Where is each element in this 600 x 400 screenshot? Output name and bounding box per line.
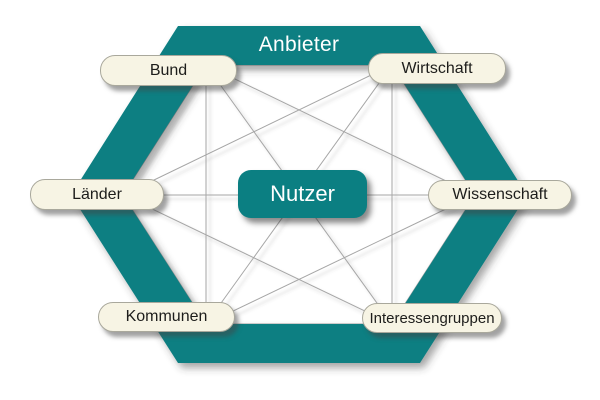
node-laender: Länder	[30, 179, 164, 210]
node-wirtschaft: Wirtschaft	[368, 53, 506, 84]
connection-line	[205, 64, 476, 196]
node-wissenschaft: Wissenschaft	[428, 180, 572, 210]
center-node-nutzer: Nutzer	[238, 170, 367, 218]
node-kommunen: Kommunen	[98, 302, 235, 332]
connection-line	[122, 64, 393, 196]
node-interessengruppen: Interessengruppen	[362, 303, 502, 333]
hexagon-title: Anbieter	[258, 33, 340, 56]
node-bund: Bund	[100, 55, 237, 86]
connection-line	[122, 194, 393, 325]
connection-line	[205, 194, 476, 325]
